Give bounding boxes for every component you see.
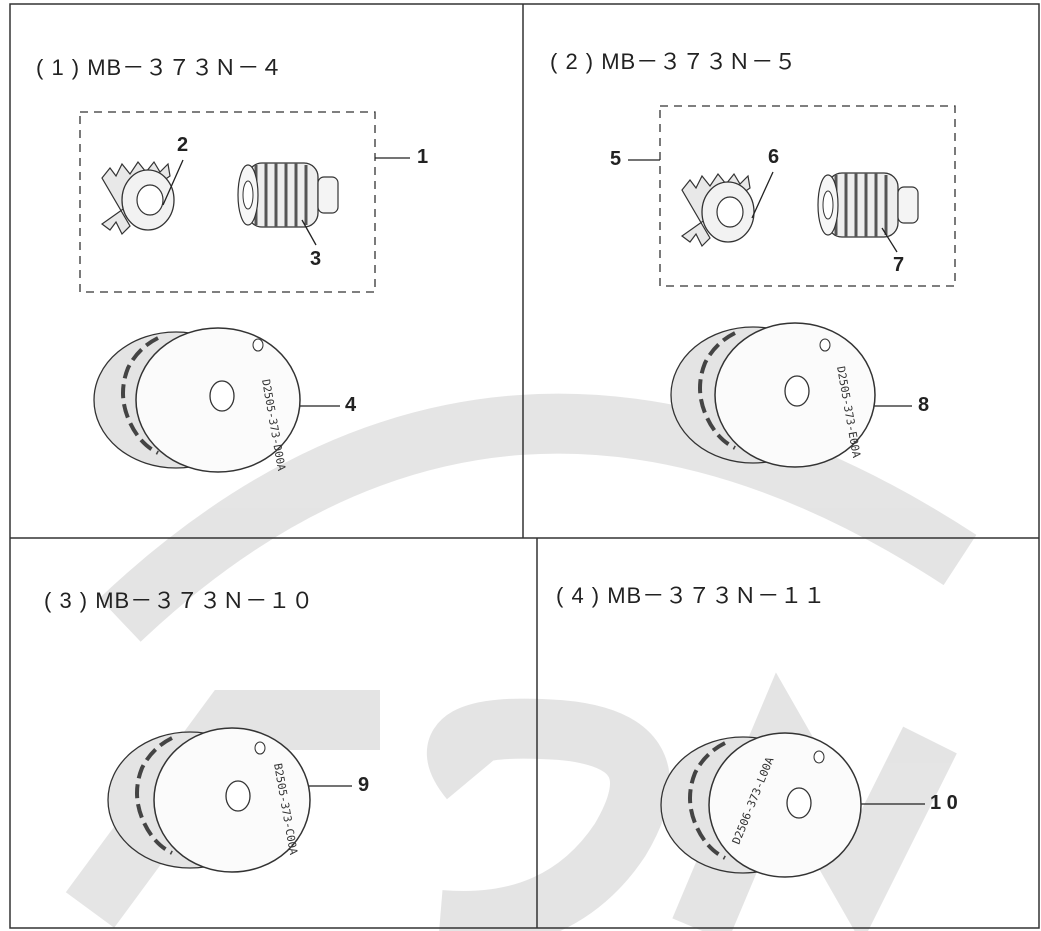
gear-part-6 [680,172,755,248]
kit-box-1 [79,111,376,293]
worm-part-7 [817,172,919,238]
panel-3-title: ( 3 ) MB－３７３Ｎ－１０ [44,588,315,613]
disc-part-8: D2505-373-E00A [670,322,876,468]
outer-frame [9,3,1040,929]
leaders-1 [162,157,410,407]
callout-9: 9 [358,774,370,796]
kit-box-2 [659,105,956,287]
panel-4: D2506-373-L00A [660,732,925,878]
leaders-2 [628,159,912,407]
gear-part-2 [100,160,175,236]
disc-part-9: B2505-373-C00A [107,727,311,873]
panel-1: D2505-373-D00A [79,111,410,473]
panel-4-title: ( 4 ) MB－３７３Ｎ－１１ [556,583,827,608]
callout-5: 5 [610,148,622,170]
callout-7: 7 [893,254,905,276]
callout-4: 4 [345,394,357,416]
callout-8: 8 [918,394,930,416]
callout-10: 1 0 [930,792,958,814]
disc-part-10: D2506-373-L00A [660,732,862,878]
watermark-letter-s [426,698,670,931]
panel-2-title: ( 2 ) MB－３７３Ｎ－５ [550,49,798,74]
panel-3: B2505-373-C00A [107,727,352,873]
panel-1-title: ( 1 ) MB－３７３Ｎ－４ [36,55,284,80]
worm-part-3 [237,162,339,228]
callout-6: 6 [768,146,780,168]
panel-2: D2505-373-E00A [628,105,956,468]
callout-2: 2 [177,134,189,156]
watermark-arc [99,393,977,642]
callout-3: 3 [310,248,322,270]
disc-part-4: D2505-373-D00A [93,327,301,473]
callout-1: 1 [417,146,429,168]
panel-grid [9,3,1040,929]
